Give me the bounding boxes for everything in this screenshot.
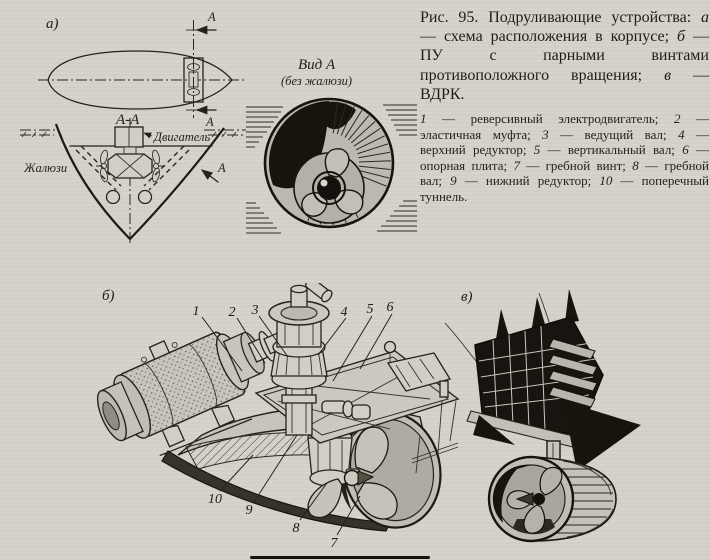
louvers-label: Жалюзи (23, 161, 67, 175)
view-arrow-label: А (217, 161, 226, 175)
hub-ring (312, 171, 346, 205)
part-number-7: 7 (331, 536, 339, 551)
tunnel-lip (161, 450, 391, 532)
drawing-v-vdrk: в) (444, 289, 641, 543)
diagram-a-hull-scheme: а) А А А-А (20, 10, 246, 244)
engine-box (114, 126, 144, 156)
part-number-8: 8 (293, 521, 300, 536)
engine-label: Двигатель (153, 130, 210, 144)
propeller-blade (523, 504, 546, 534)
hull-section-view: Двигатель (20, 118, 246, 244)
propeller-blade (356, 482, 398, 520)
motor-rail (159, 418, 253, 456)
drawing-v-label: в) (461, 289, 473, 305)
frame-lines (478, 325, 596, 432)
thruster-unit (96, 149, 166, 183)
propeller-hub (317, 176, 341, 200)
part-number-9: 9 (246, 503, 253, 518)
propeller-blade (354, 426, 389, 474)
part-number-3: 3 (251, 303, 259, 318)
lower-fin (563, 401, 641, 471)
part-number-4: 4 (341, 305, 348, 320)
hull-outline (47, 50, 233, 110)
figure-legend-text: 1 — реверсивный электродвигатель; 2 — эл… (420, 110, 709, 204)
drawing-b-label: б) (102, 288, 115, 304)
corner-hatching (246, 104, 417, 234)
plate-fittings (321, 340, 452, 420)
part-number-10: 10 (208, 492, 222, 507)
upper-reducer (268, 283, 333, 436)
scan-artifact (250, 556, 430, 559)
lower-fin (473, 415, 515, 445)
part-number-1: 1 (193, 304, 200, 319)
side-vanes (548, 338, 598, 408)
top-fin (531, 297, 547, 333)
propeller-blade (539, 466, 563, 496)
hull-block (466, 289, 641, 471)
part-number-6: 6 (387, 300, 394, 315)
propeller-right (152, 149, 160, 183)
tunnel-propeller (307, 426, 398, 520)
nozzle-shadow (492, 464, 531, 523)
reducer-top-stub (290, 283, 333, 308)
nozzle (487, 455, 617, 543)
section-cut-line: А А (186, 10, 217, 129)
motor-junction-box (148, 340, 171, 361)
propeller-blade (301, 192, 328, 217)
waterline (20, 129, 246, 138)
view-a-title: Вид А (298, 57, 336, 73)
drawing-b-thruster-unit: б) (96, 283, 460, 551)
section-cut-label-top: А (207, 10, 216, 24)
propeller-left (100, 149, 108, 183)
louver-bands (75, 145, 190, 191)
hull-opening-left (105, 189, 121, 205)
engine-leader-arrow (143, 132, 153, 139)
frame-posts (411, 400, 459, 474)
top-fin (565, 289, 579, 323)
propeller-blade (307, 478, 343, 518)
figure-caption-block: Рис. 95. Подруливающие устройства: а — с… (420, 8, 709, 205)
view-a-subtitle: (без жалюзи) (281, 74, 352, 88)
diagram-a-label: а) (46, 16, 59, 32)
motor-front-face (102, 401, 120, 431)
nozzle-hatching (537, 468, 613, 534)
view-a-tunnel-opening: Вид А (без жалюзи) (246, 57, 417, 234)
hull-opening-right (137, 189, 153, 205)
figure-caption-text: Рис. 95. Подруливающие устройства: а — с… (420, 9, 710, 103)
hub-cone (357, 470, 375, 486)
propeller-hub (533, 493, 545, 505)
section-cut-label-bottom: А (205, 115, 214, 129)
view-direction-arrow (200, 169, 219, 183)
section-view-label: А-А (115, 112, 140, 128)
propeller-blade (324, 148, 350, 178)
part-callouts (201, 313, 393, 536)
nozzle-propeller (506, 466, 563, 534)
hull-plan-view: А А А-А (38, 10, 244, 129)
part-number-5: 5 (367, 302, 374, 317)
part-number-2: 2 (229, 305, 236, 320)
propeller (293, 148, 365, 224)
propeller-hub (343, 469, 361, 487)
hub-highlight (320, 179, 328, 187)
tunnel-opening (263, 97, 395, 229)
